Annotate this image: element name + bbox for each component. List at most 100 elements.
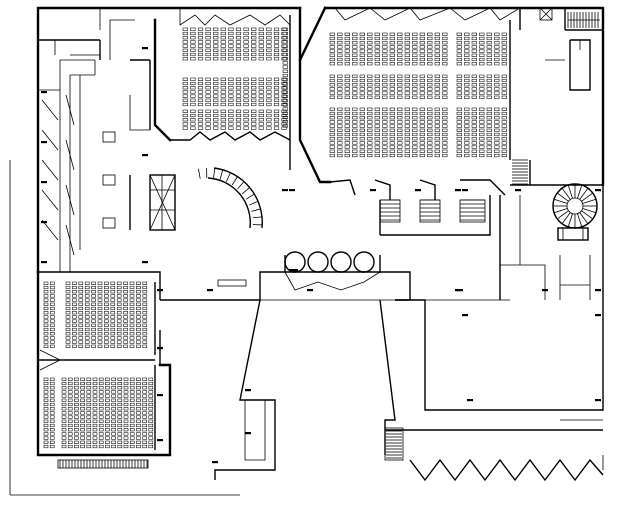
seat	[266, 77, 272, 81]
seat	[434, 41, 440, 45]
seat	[84, 344, 90, 348]
seat	[205, 94, 211, 98]
seat	[86, 390, 92, 394]
seat	[92, 398, 98, 402]
seat	[337, 53, 343, 57]
seat	[442, 74, 448, 78]
column	[370, 189, 376, 192]
seat	[182, 40, 188, 44]
seat	[142, 315, 148, 319]
seat	[142, 381, 147, 386]
seat	[117, 398, 123, 402]
seat	[258, 98, 264, 102]
seat	[220, 102, 226, 107]
seat	[397, 120, 403, 124]
seat	[479, 91, 485, 95]
seat	[148, 440, 154, 444]
seat	[123, 419, 129, 423]
seat	[374, 128, 380, 132]
seat	[258, 90, 264, 94]
seat	[72, 294, 77, 298]
seat	[97, 319, 103, 323]
seat	[282, 40, 288, 44]
seat	[412, 145, 418, 149]
seat	[273, 113, 280, 118]
seat	[251, 102, 257, 107]
seat	[92, 394, 98, 398]
seat	[374, 53, 380, 57]
seat	[344, 111, 350, 116]
seat	[228, 98, 234, 102]
seat	[464, 41, 470, 45]
seat	[213, 86, 219, 90]
seat	[427, 41, 433, 45]
seat	[61, 407, 67, 411]
seat	[352, 74, 358, 78]
seat	[281, 52, 287, 57]
seat	[337, 83, 343, 87]
seat	[123, 415, 129, 419]
seat	[486, 128, 492, 132]
seat	[412, 32, 418, 36]
seat	[136, 436, 141, 440]
seat	[397, 41, 403, 45]
seat	[116, 319, 122, 323]
seat	[412, 57, 418, 62]
seat	[205, 113, 211, 118]
seat	[464, 124, 470, 128]
seat	[86, 432, 92, 436]
seat	[136, 306, 141, 311]
seat	[501, 141, 507, 145]
seat	[427, 153, 433, 158]
seat	[412, 49, 418, 53]
column	[462, 189, 468, 192]
seat	[266, 113, 272, 118]
seat	[110, 298, 116, 302]
seat	[91, 290, 96, 294]
seat	[129, 411, 135, 415]
seat	[434, 74, 440, 78]
seat	[49, 419, 55, 423]
seat	[205, 52, 211, 57]
seat	[486, 124, 492, 128]
seat	[456, 87, 462, 91]
seat	[50, 298, 55, 302]
seat	[43, 306, 49, 311]
seat	[412, 124, 418, 128]
seat	[50, 294, 55, 298]
seat	[123, 302, 128, 306]
seat	[471, 141, 477, 145]
seat	[442, 132, 448, 137]
seat	[72, 323, 77, 327]
seat	[419, 53, 425, 57]
seat	[281, 81, 287, 86]
seat	[111, 402, 116, 407]
seat	[359, 78, 365, 83]
seat	[404, 87, 410, 91]
seat	[281, 57, 287, 61]
seat	[197, 48, 204, 52]
seat	[72, 315, 77, 319]
curved-tread	[213, 168, 216, 179]
seat	[129, 407, 135, 411]
seat	[456, 137, 462, 141]
mid-right-stair	[512, 159, 528, 185]
seat	[352, 124, 358, 128]
seat	[329, 41, 335, 45]
seat	[464, 49, 470, 53]
seat	[456, 132, 462, 137]
seat	[404, 41, 410, 45]
seat	[43, 386, 49, 390]
seat	[266, 126, 272, 130]
seat	[456, 145, 462, 149]
seat	[43, 440, 49, 444]
seat	[479, 49, 485, 53]
seat	[471, 128, 477, 132]
seat	[50, 323, 55, 327]
seat	[123, 407, 129, 411]
seat	[266, 81, 272, 86]
seat	[337, 141, 343, 145]
seat	[110, 315, 116, 319]
seat	[434, 124, 440, 128]
seat	[136, 290, 141, 294]
